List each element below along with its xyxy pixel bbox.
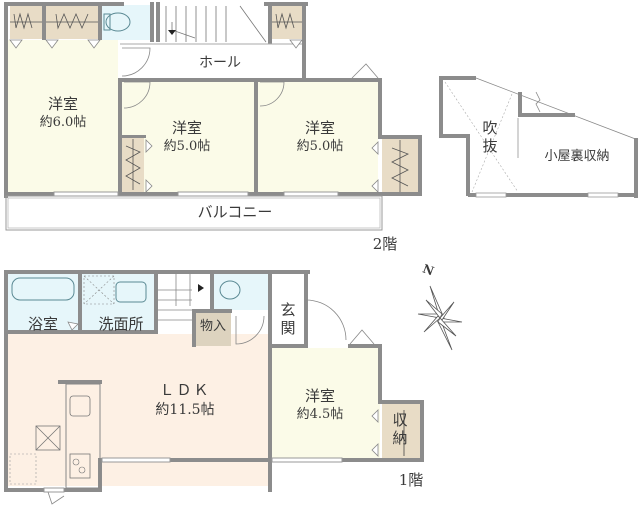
room-2f-western-2-area: 約5.0帖 <box>163 139 211 154</box>
storage-small-label: 物入 <box>199 319 226 334</box>
ldk-area: 約11.5帖 <box>155 402 215 418</box>
room-2f-western-1-name: 洋室 <box>47 95 78 113</box>
room-2f-western-3-area: 約5.0帖 <box>296 139 344 154</box>
first-floor-plan <box>4 270 424 505</box>
ldk-name: ＬＤＫ <box>159 381 211 399</box>
attic-storage-label: 小屋裏収納 <box>544 149 610 164</box>
room-1f-western-name: 洋室 <box>304 387 335 405</box>
entrance-label-bottom: 関 <box>280 319 296 337</box>
toilet-2f <box>102 5 150 40</box>
room-2f-western-3-name: 洋室 <box>304 119 335 137</box>
room-2f-western-2-name: 洋室 <box>171 119 202 137</box>
void-label-bottom: 抜 <box>482 137 498 155</box>
closet-label-top: 収 <box>392 411 408 429</box>
closet-label-bottom: 納 <box>392 429 408 447</box>
floor-label-1f: 1階 <box>398 471 424 489</box>
washroom-label: 洗面所 <box>98 315 144 333</box>
floor-label-2f: 2階 <box>372 235 398 253</box>
hall-label: ホール <box>199 55 241 71</box>
entrance-label-top: 玄 <box>280 301 296 319</box>
balcony-label: バルコニー <box>197 203 273 221</box>
void-label-top: 吹 <box>482 119 498 137</box>
attic-plan <box>439 76 639 198</box>
bath-label: 浴室 <box>27 315 58 333</box>
room-1f-western-area: 約4.5帖 <box>296 407 344 422</box>
compass-rose <box>417 285 463 351</box>
room-2f-western-1-area: 約6.0帖 <box>39 115 87 130</box>
second-floor-plan <box>4 2 422 231</box>
